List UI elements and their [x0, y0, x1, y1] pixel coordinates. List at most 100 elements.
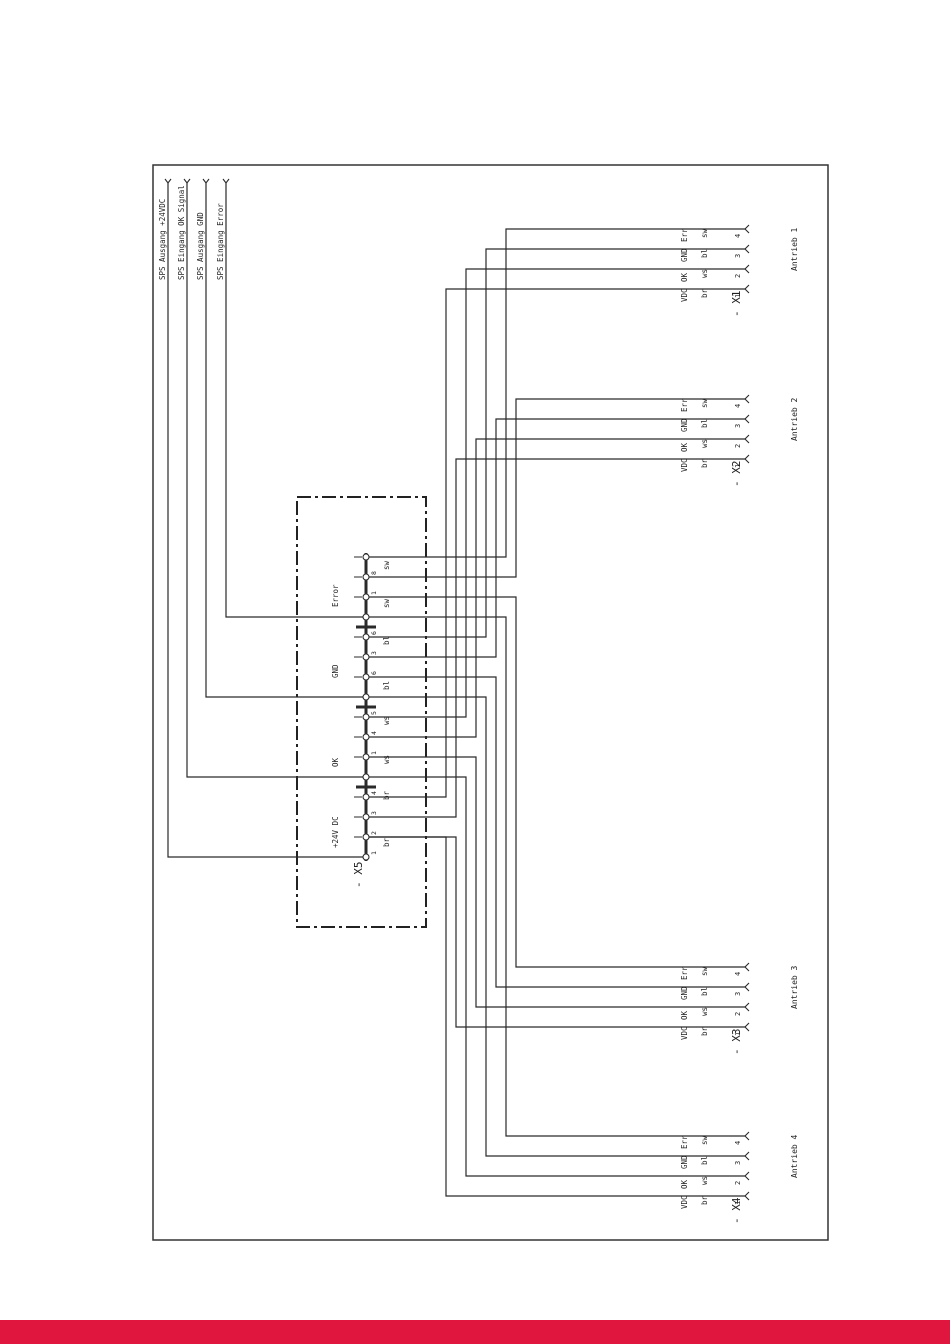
plc-arrow-2: [183, 178, 191, 184]
footer-bar: [0, 1320, 950, 1344]
plc-arrow-4: [222, 178, 230, 184]
connector-signal-label: Err: [680, 228, 689, 242]
x5-terminal: [362, 713, 370, 721]
connector-pin-chevron: [744, 414, 750, 424]
drive-wire-14: [366, 398, 745, 578]
connector-pin-number: 1: [734, 464, 742, 468]
connector-pin-chevron: [744, 244, 750, 254]
plc-wire-3: [205, 183, 366, 698]
drive-name: Antrieb 2: [790, 397, 799, 441]
x5-terminal: [362, 693, 370, 701]
connector-label: - X2: [730, 461, 743, 488]
connector-pin-chevron: [744, 1171, 750, 1181]
x5-wire-color: bl: [382, 681, 391, 690]
drive-wire-10: [366, 418, 745, 658]
drive-wire-7: [366, 756, 745, 1008]
drive-name: Antrieb 1: [790, 227, 799, 271]
x5-group-label: GND: [331, 664, 340, 678]
connector-pin-number: 1: [734, 294, 742, 298]
connector-signal-label: GND: [680, 1155, 689, 1169]
x5-terminal-number: 3: [370, 811, 378, 815]
terminals-layer: [356, 224, 750, 1201]
plc-wire-4: [225, 183, 366, 618]
connector-wire-color: bl: [700, 419, 709, 428]
x5-terminal: [362, 813, 370, 821]
x5-wire-color: bl: [382, 636, 391, 645]
connector-pin-chevron: [744, 982, 750, 992]
connector-pin-chevron: [744, 962, 750, 972]
x5-wire-color: sw: [382, 598, 391, 608]
x5-wire-color: br: [382, 790, 391, 800]
connector-wire-color: br: [700, 1195, 709, 1205]
connector-pin-number: 3: [734, 992, 742, 996]
x5-wire-color: sw: [382, 560, 391, 570]
x5-terminal-number: 6: [370, 631, 378, 635]
drive-wire-11: [366, 676, 745, 988]
connector-pin-number: 1: [734, 1032, 742, 1036]
connector-wire-color: bl: [700, 987, 709, 996]
wires-layer: [164, 178, 745, 1197]
x5-terminal: [362, 613, 370, 621]
drive-wire-9: [366, 248, 745, 638]
drawing-frame: [152, 164, 829, 1241]
x5-group-label: OK: [331, 757, 340, 767]
plc-signal-label: SPS Ausgang GND: [196, 212, 205, 280]
x5-group-label: +24V DC: [331, 816, 340, 848]
connector-pin-number: 4: [734, 404, 742, 408]
x5-terminal: [362, 793, 370, 801]
connector-pin-chevron: [744, 224, 750, 234]
connector-wire-color: br: [700, 458, 709, 468]
x5-wire-color: ws: [382, 755, 391, 764]
connector-signal-label: VDC: [680, 1026, 689, 1040]
connector-label: - X1: [730, 291, 743, 318]
x5-terminal-number: 4: [370, 791, 378, 795]
connector-wire-color: sw: [700, 966, 709, 976]
x5-terminal: [362, 553, 370, 561]
drive-wire-1: [366, 288, 745, 798]
x5-terminal-number: 3: [370, 651, 378, 655]
drive-wire-2: [366, 458, 745, 818]
x5-terminal: [362, 753, 370, 761]
connector-pin-chevron: [744, 284, 750, 294]
x5-terminal: [362, 573, 370, 581]
connector-wire-color: ws: [700, 439, 709, 448]
connector-wire-color: sw: [700, 228, 709, 238]
plc-arrow-3: [202, 178, 210, 184]
connector-pin-chevron: [744, 394, 750, 404]
x5-terminal-number: 1: [370, 851, 378, 855]
connector-pin-chevron: [744, 1002, 750, 1012]
plc-wire-2: [186, 183, 366, 778]
x5-group-label: Error: [331, 584, 340, 607]
connector-wire-color: ws: [700, 269, 709, 278]
connector-pin-chevron: [744, 434, 750, 444]
x5-wire-color: ws: [382, 716, 391, 725]
drive-wire-13: [366, 228, 745, 558]
x5-terminal: [362, 853, 370, 861]
drive-wire-5: [366, 268, 745, 718]
connector-wire-color: br: [700, 288, 709, 298]
connector-signal-label: Err: [680, 966, 689, 980]
connector-pin-number: 2: [734, 274, 742, 278]
drive-name: Antrieb 3: [790, 965, 799, 1009]
connector-label: - X4: [730, 1197, 743, 1224]
x5-terminal: [362, 633, 370, 641]
connector-wire-color: ws: [700, 1007, 709, 1016]
drive-wire-16: [366, 616, 745, 1137]
x5-terminal-number: 1: [370, 591, 378, 595]
connector-pin-chevron: [744, 264, 750, 274]
x5-terminal-number: 8: [370, 571, 378, 575]
drive-wire-15: [366, 596, 745, 968]
connector-pin-number: 3: [734, 424, 742, 428]
x5-terminal-number: 1: [370, 751, 378, 755]
connector-pin-number: 1: [734, 1201, 742, 1205]
drive-wire-12: [366, 696, 745, 1157]
connector-wire-color: bl: [700, 1156, 709, 1165]
x5-terminal: [362, 653, 370, 661]
connector-pin-chevron: [744, 1131, 750, 1141]
connector-pin-number: 4: [734, 1141, 742, 1145]
connector-pin-number: 4: [734, 234, 742, 238]
plc-signal-label: SPS Eingang OK Signal: [177, 185, 186, 280]
connector-signal-label: OK: [680, 1010, 689, 1020]
